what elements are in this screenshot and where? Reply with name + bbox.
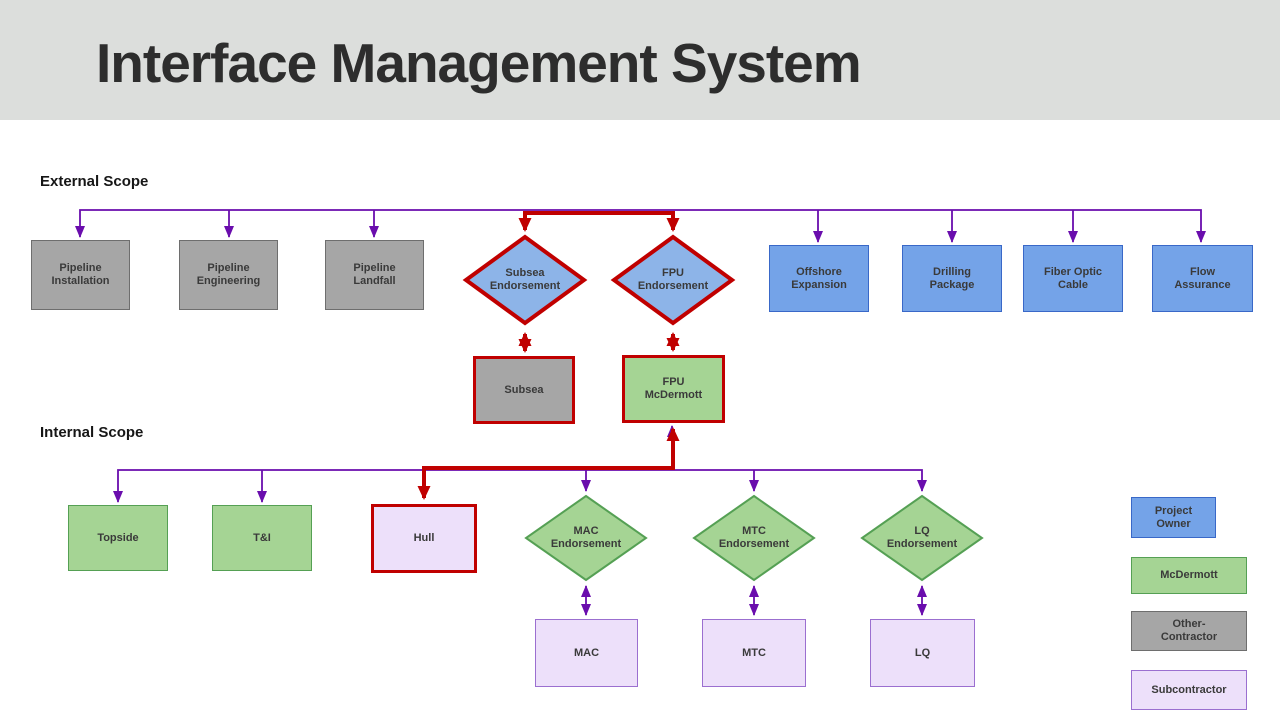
diamond-shape <box>860 494 984 582</box>
node-offshore-expansion: Offshore Expansion <box>769 245 869 312</box>
diamond-label: FPU Endorsement <box>637 267 709 292</box>
diamond-shape <box>610 234 736 326</box>
section-label-external: External Scope <box>40 173 149 190</box>
node-label: Pipeline Engineering <box>196 262 261 287</box>
node-label: LQ <box>914 646 931 659</box>
node-flow-assurance: Flow Assurance <box>1152 245 1253 312</box>
diamond-mtc-endorsement: MTC Endorsement <box>691 494 817 582</box>
external-bus-connector <box>75 209 1206 243</box>
diamond-subsea-endorsement: Subsea Endorsement <box>462 234 588 326</box>
node-pipeline-installation: Pipeline Installation <box>31 240 130 310</box>
node-label: Subsea <box>504 383 544 396</box>
node-pipeline-engineering: Pipeline Engineering <box>179 240 278 310</box>
node-label: Fiber Optic Cable <box>1043 265 1103 291</box>
diamond-shape <box>462 234 588 326</box>
legend-label: Subcontractor <box>1151 683 1227 696</box>
diamond-label: MAC Endorsement <box>550 525 622 550</box>
diamond-shape <box>524 494 648 582</box>
node-label: Hull <box>413 532 435 544</box>
diamond-mac-endorsement: MAC Endorsement <box>523 494 649 582</box>
legend-label: McDermott <box>1160 569 1218 581</box>
node-label: Drilling Package <box>929 265 975 291</box>
legend-label: Project Owner <box>1154 504 1193 530</box>
diamond-fpu-endorsement: FPU Endorsement <box>610 234 736 326</box>
diamond-shape <box>692 494 816 582</box>
diamond-label: Subsea Endorsement <box>489 267 561 292</box>
node-lq: LQ <box>870 619 975 687</box>
title-banner: Interface Management System <box>0 0 1280 120</box>
node-label: T&I <box>253 531 271 544</box>
section-label-internal: Internal Scope <box>40 424 144 441</box>
node-label: Topside <box>97 531 139 544</box>
node-label: Offshore Expansion <box>791 265 847 291</box>
page-title: Interface Management System <box>96 32 862 94</box>
node-label: Pipeline Installation <box>51 262 110 287</box>
node-drilling-package: Drilling Package <box>902 245 1002 312</box>
node-label: Flow Assurance <box>1174 265 1231 291</box>
legend-item-subcontractor: Subcontractor <box>1131 670 1247 710</box>
red-fpu-hull-connector <box>417 427 680 500</box>
node-label: MAC <box>573 646 600 659</box>
node-mtc: MTC <box>702 619 806 687</box>
legend-item-other-contractor: Other-Contractor <box>1131 611 1247 651</box>
node-topside: Topside <box>68 505 168 571</box>
node-subsea: Subsea <box>473 356 575 424</box>
node-label: Pipeline Landfall <box>353 262 396 287</box>
node-label: MTC <box>742 646 766 659</box>
node-fpu-mcdermott: FPU McDermott <box>622 355 725 423</box>
legend-item-project-owner: Project Owner <box>1131 497 1216 538</box>
node-label: FPU McDermott <box>644 376 703 401</box>
diamond-lq-endorsement: LQ Endorsement <box>859 494 985 582</box>
diamond-label: MTC Endorsement <box>718 525 790 550</box>
red-endorsement-connector <box>518 211 680 232</box>
node-fiber-optic-cable: Fiber Optic Cable <box>1023 245 1123 312</box>
node-pipeline-landfall: Pipeline Landfall <box>325 240 424 310</box>
node-hull: Hull <box>371 504 477 573</box>
legend-item-mcdermott: McDermott <box>1131 557 1247 594</box>
node-mac: MAC <box>535 619 638 687</box>
legend-label: Other-Contractor <box>1160 618 1218 643</box>
node-t-and-i: T&I <box>212 505 312 571</box>
diamond-label: LQ Endorsement <box>886 525 958 550</box>
